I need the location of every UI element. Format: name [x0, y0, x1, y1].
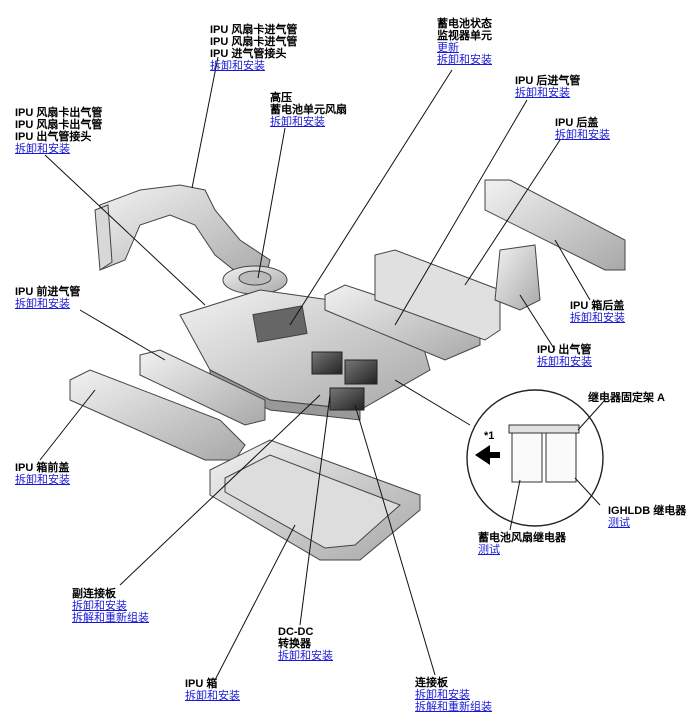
sub-bus-link-2[interactable]: 拆解和重新组装 — [72, 612, 149, 624]
front-cover-part — [69, 369, 246, 461]
label-outlet: IPU 出气管 拆卸和安装 — [537, 344, 592, 368]
sub-bus-link-1[interactable]: 拆卸和安装 — [72, 600, 127, 612]
battery-fan-link[interactable]: 拆卸和安装 — [270, 116, 325, 128]
label-rear-cover: IPU 后盖 拆卸和安装 — [555, 117, 610, 141]
label-sub-bus: 副连接板 拆卸和安装 拆解和重新组装 — [72, 588, 149, 624]
ipu-box-link[interactable]: 拆卸和安装 — [185, 690, 240, 702]
label-ighldb-relay: IGHLDB 继电器 测试 — [608, 505, 687, 529]
battery-monitor-update-link[interactable]: 更新 — [437, 42, 459, 54]
bus-bar-link-2[interactable]: 拆解和重新组装 — [415, 701, 492, 713]
leader-lines — [39, 56, 606, 681]
relay-detail-callout — [466, 389, 604, 527]
bus-bar-link-1[interactable]: 拆卸和安装 — [415, 689, 470, 701]
rear-cover-part — [484, 179, 626, 271]
rear-inlet-link[interactable]: 拆卸和安装 — [515, 87, 570, 99]
battery-fan-part — [222, 265, 288, 295]
callout-marker: *1 — [484, 430, 495, 442]
front-inlet-part — [139, 349, 266, 426]
direction-arrow-icon — [475, 445, 500, 465]
label-battery-monitor: 蓄电池状态 监视器单元 更新 拆卸和安装 — [437, 18, 492, 66]
label-rear-inlet: IPU 后进气管 拆卸和安装 — [515, 75, 581, 99]
box-rear-cover-link[interactable]: 拆卸和安装 — [570, 312, 625, 324]
outlet-link[interactable]: 拆卸和安装 — [537, 356, 592, 368]
label-fan-relay: 蓄电池风扇继电器 测试 — [478, 532, 566, 556]
fan-duct-part — [94, 184, 271, 281]
ighldb-relay-link[interactable]: 测试 — [608, 517, 630, 529]
label-front-inlet: IPU 前进气管 拆卸和安装 — [15, 286, 81, 310]
label-relay-bracket: 继电器固定架 A — [588, 392, 665, 404]
label-fan-outlet: IPU 风扇卡出气管 IPU 风扇卡出气管 IPU 出气管接头 拆卸和安装 — [15, 107, 103, 155]
label-box-rear-cover: IPU 箱后盖 拆卸和安装 — [570, 300, 625, 324]
label-battery-fan: 高压 蓄电池单元风扇 拆卸和安装 — [270, 92, 347, 128]
label-dcdc: DC-DC 转换器 拆卸和安装 — [278, 626, 333, 662]
front-inlet-link[interactable]: 拆卸和安装 — [15, 298, 70, 310]
fan-outlet-link[interactable]: 拆卸和安装 — [15, 143, 70, 155]
battery-monitor-link[interactable]: 拆卸和安装 — [437, 54, 492, 66]
outlet-duct-part — [494, 244, 541, 311]
box-front-cover-link[interactable]: 拆卸和安装 — [15, 474, 70, 486]
dcdc-link[interactable]: 拆卸和安装 — [278, 650, 333, 662]
label-fan-inlet: IPU 风扇卡进气管 IPU 风扇卡进气管 IPU 进气管接头 拆卸和安装 — [210, 24, 298, 72]
relay-cluster-part — [311, 351, 378, 411]
rear-cover-link[interactable]: 拆卸和安装 — [555, 129, 610, 141]
rear-inlet-part — [324, 249, 501, 361]
ipu-box-part — [209, 439, 421, 561]
label-box-front-cover: IPU 箱前盖 拆卸和安装 — [15, 462, 70, 486]
fan-relay-link[interactable]: 测试 — [478, 544, 500, 556]
label-ipu-box: IPU 箱 拆卸和安装 — [185, 678, 240, 702]
label-bus-bar: 连接板 拆卸和安装 拆解和重新组装 — [415, 677, 492, 713]
fan-inlet-link[interactable]: 拆卸和安装 — [210, 60, 265, 72]
